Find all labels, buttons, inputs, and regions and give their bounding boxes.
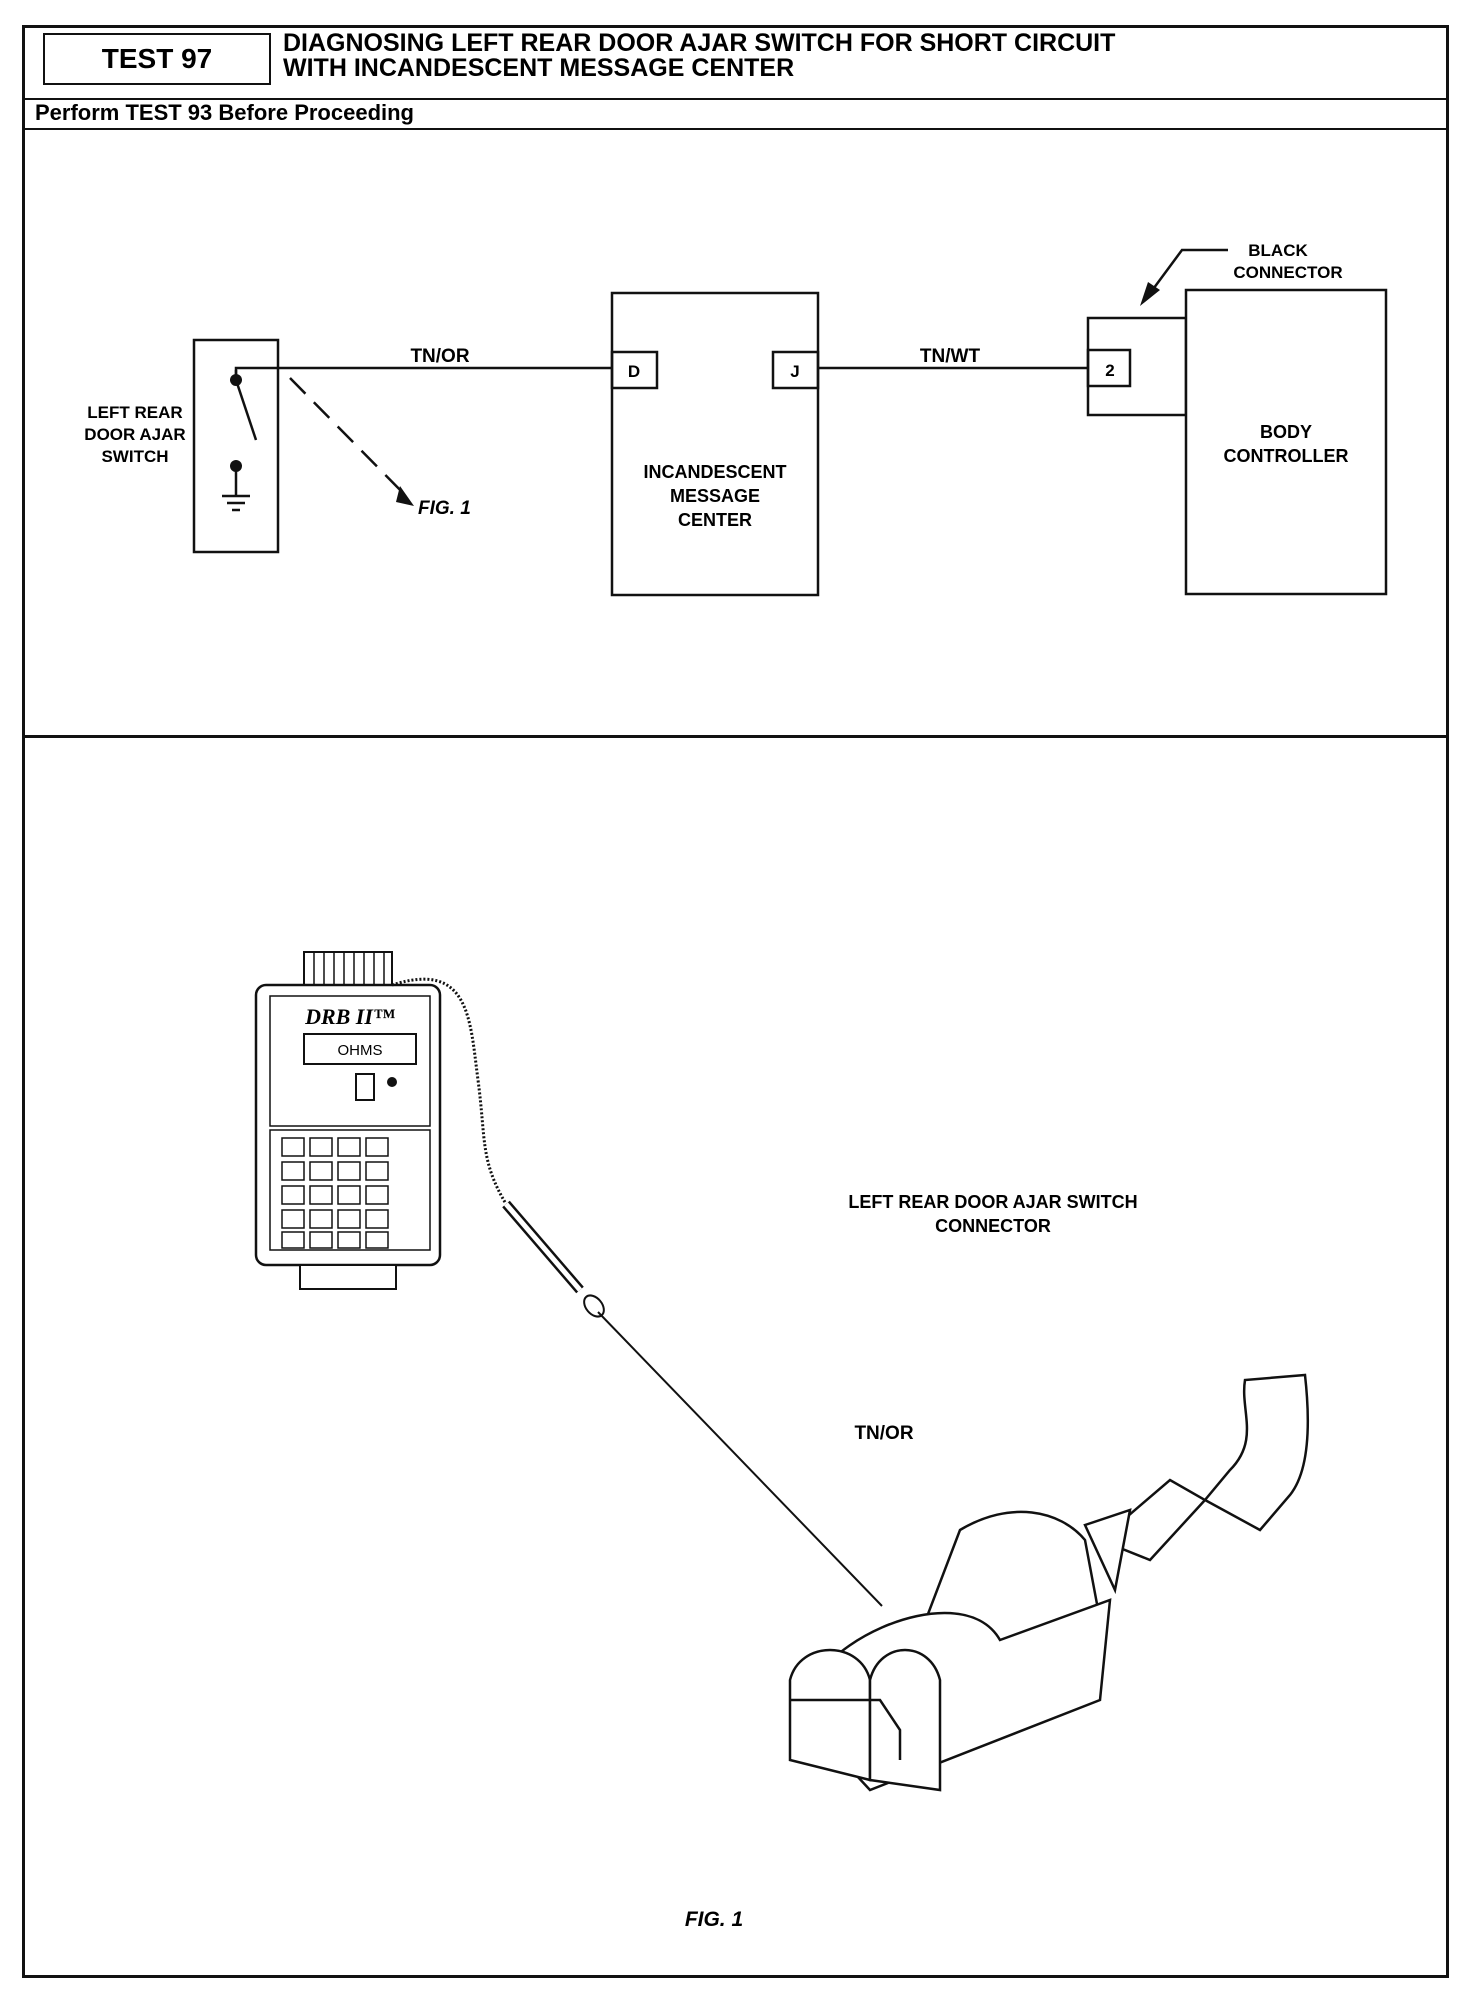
test-number: TEST 97: [43, 33, 271, 85]
fig-reference: FIG. 1: [418, 498, 471, 519]
divider: [25, 735, 1446, 738]
message-center-label-3: CENTER: [678, 510, 752, 530]
connector-barrel-right: [868, 1648, 942, 1792]
pin-d: D: [628, 362, 640, 381]
message-center-label-2: MESSAGE: [670, 486, 760, 506]
keypad-keys: [281, 1137, 389, 1249]
page-frame: TEST 97 DIAGNOSING LEFT REAR DOOR AJAR S…: [22, 25, 1449, 1978]
tester-display-text: OHMS: [338, 1042, 383, 1059]
black-connector: [1086, 316, 1188, 417]
message-center-label-1: INCANDESCENT: [643, 462, 786, 482]
title-line-1: DIAGNOSING LEFT REAR DOOR AJAR SWITCH FO…: [283, 29, 1116, 57]
callout-label-2: CONNECTOR: [1233, 263, 1342, 282]
switch-label-2: DOOR AJAR: [84, 425, 185, 444]
title-line-2: WITH INCANDESCENT MESSAGE CENTER: [283, 54, 795, 82]
fig-pointer: [289, 377, 409, 499]
pin-j: J: [790, 362, 799, 381]
connector-slot: [790, 1698, 902, 1760]
prerequisite-note: Perform TEST 93 Before Proceeding: [35, 100, 414, 125]
message-center-box: [610, 291, 820, 597]
logo-icon: [387, 1077, 397, 1087]
figure-caption: FIG. 1: [685, 1908, 743, 1931]
tester-keypad: [269, 1129, 431, 1251]
tester-brand: DRB II™: [304, 1004, 396, 1029]
page-title: DIAGNOSING LEFT REAR DOOR AJAR SWITCH FO…: [283, 31, 1115, 81]
probe-tip: [597, 1311, 883, 1607]
pin-2-box: [1086, 348, 1132, 388]
drb-tester: DRB II™ OHMS: [254, 951, 442, 1290]
connector-label-2: CONNECTOR: [935, 1216, 1051, 1236]
pin-d-box: [610, 350, 659, 390]
connector-label-1: LEFT REAR DOOR AJAR SWITCH: [848, 1192, 1137, 1212]
connector-crimp: [1097, 1478, 1207, 1562]
connector-barrel-left: [788, 1648, 872, 1782]
switch-contact: [230, 374, 242, 386]
door-switch-connector: [788, 1373, 1310, 1792]
pin-2: 2: [1105, 361, 1114, 380]
tester-face: [269, 995, 431, 1127]
switch-contact: [230, 460, 242, 472]
tester-display: [303, 1033, 417, 1065]
header-row: TEST 97 DIAGNOSING LEFT REAR DOOR AJAR S…: [25, 28, 1446, 100]
arrow-head-icon: [1140, 282, 1160, 306]
controller-label-1: BODY: [1260, 422, 1312, 442]
probe-collar: [583, 1294, 605, 1318]
callout-label-1: BLACK: [1248, 241, 1308, 260]
divider: [25, 128, 1446, 130]
wire2-label: TN/WT: [920, 346, 981, 367]
switch-blade: [234, 379, 258, 441]
switch-label-3: SWITCH: [101, 447, 168, 466]
switch-box: [192, 338, 280, 554]
probe-handle-inner: [504, 1202, 582, 1292]
connector-tab: [1083, 1508, 1132, 1595]
connector-wire-boot: [1203, 1373, 1310, 1532]
tester-indicator: [355, 1073, 375, 1101]
pin-j-box: [771, 350, 820, 390]
probe-cable: [391, 977, 508, 1205]
controller-label-2: CONTROLLER: [1224, 446, 1349, 466]
tester-connector-top: [303, 951, 393, 989]
tester-connector-bottom: [299, 1264, 397, 1290]
wire-tn-or: [234, 366, 612, 380]
arrow-head-icon: [396, 486, 414, 506]
connector-callout-line: [1146, 248, 1228, 297]
figure-wire-label: TN/OR: [854, 1423, 913, 1444]
switch-label-1: LEFT REAR: [87, 403, 182, 422]
wire1-label: TN/OR: [410, 346, 469, 367]
body-controller-box: [1184, 288, 1388, 596]
